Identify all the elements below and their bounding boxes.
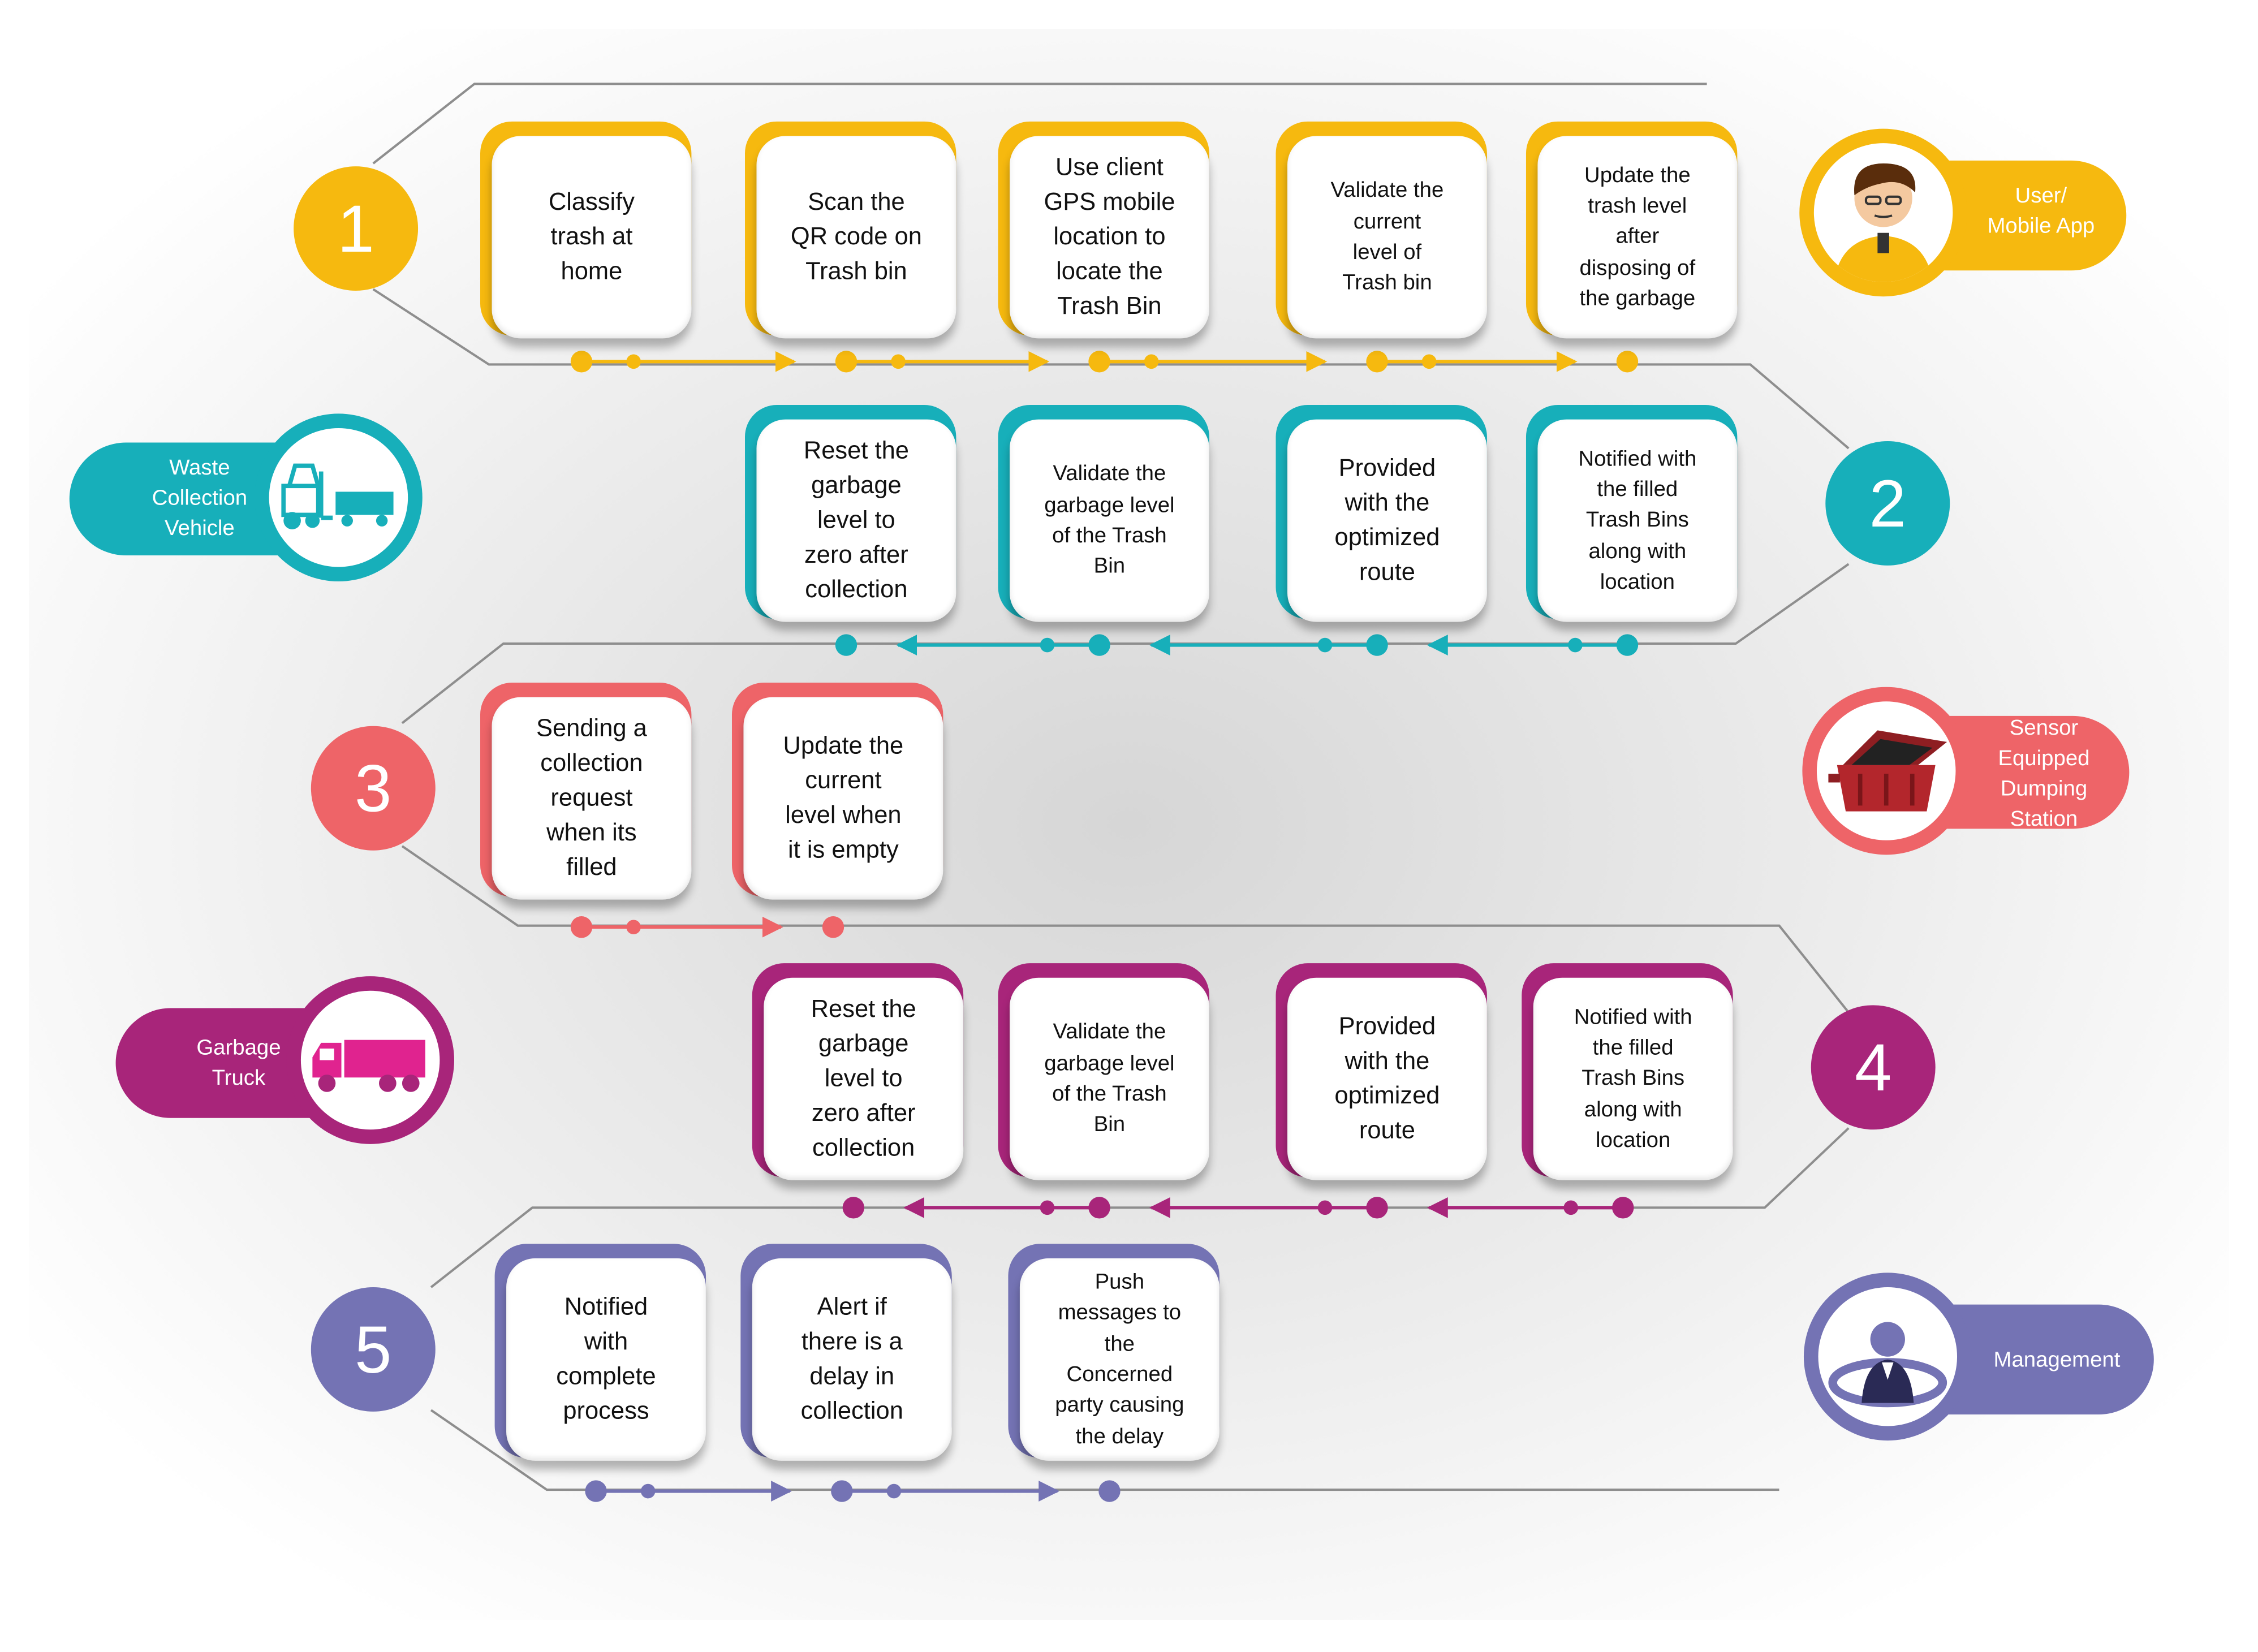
actor-sensor-dumping-station: Sensor Equipped Dumping Station [1802, 687, 2130, 858]
step-card-text: Alert if there is a delay in collection [752, 1258, 952, 1461]
step-card-text: Scan the QR code on Trash bin [756, 136, 956, 339]
step-card: Provided with the optimized route [1275, 405, 1487, 625]
step-card: Alert if there is a delay in collection [740, 1244, 952, 1464]
flow-small-dot [640, 1483, 656, 1499]
step-card: Update the trash level after disposing o… [1526, 121, 1738, 342]
actor-label: Garbage Truck [196, 1036, 281, 1091]
manager-icon [1828, 1322, 1947, 1408]
step-card-text: Validate the current level of Trash bin [1287, 136, 1487, 339]
stage-number-4: 4 [1811, 1005, 1936, 1130]
stage-number-1: 1 [294, 166, 419, 291]
flow-step-dot [585, 1480, 607, 1502]
flow-step-dot [570, 351, 593, 373]
step-card: Validate the garbage level of the Trash … [998, 963, 1209, 1183]
step-card-text: Update the current level when it is empt… [743, 697, 943, 900]
step-card: Notified with the filled Trash Bins alon… [1526, 405, 1738, 625]
flow-small-dot [1317, 1200, 1333, 1215]
flow-step-dot [822, 916, 844, 938]
flow-step-dot [835, 634, 857, 656]
flow-step-dot [835, 351, 857, 373]
step-card: Scan the QR code on Trash bin [745, 121, 956, 342]
stage-number-5: 5 [311, 1287, 436, 1412]
flow-step-dot [831, 1480, 853, 1502]
flow-small-dot [1040, 637, 1055, 653]
flow-step-dot [1366, 634, 1388, 656]
step-card: Update the current level when it is empt… [731, 683, 943, 903]
step-card: Reset the garbage level to zero after co… [752, 963, 964, 1183]
flow-step-dot [1612, 1197, 1634, 1219]
stage-number-3: 3 [311, 726, 436, 851]
step-card-text: Classify trash at home [492, 136, 692, 339]
flow-step-dot [1366, 1197, 1388, 1219]
flow-small-dot [1568, 637, 1583, 653]
step-card-text: Provided with the optimized route [1287, 977, 1487, 1180]
flow-step-dot [1366, 351, 1388, 373]
flow-small-dot [1317, 637, 1333, 653]
stage-number-2: 2 [1825, 441, 1950, 566]
step-card: Use client GPS mobile location to locate… [998, 121, 1209, 342]
flow-small-dot [1144, 354, 1159, 369]
step-card-text: Reset the garbage level to zero after co… [764, 977, 964, 1180]
flow-step-dot [1088, 634, 1110, 656]
step-card-text: Provided with the optimized route [1287, 419, 1487, 622]
flow-step-dot [1098, 1480, 1121, 1502]
step-card: Provided with the optimized route [1275, 963, 1487, 1183]
actor-management: Management [1803, 1273, 2154, 1443]
user-avatar-icon [1834, 163, 1933, 282]
step-card: Push messages to the Concerned party cau… [1008, 1244, 1220, 1464]
flow-small-dot [626, 354, 641, 369]
step-card-text: Notified with complete process [506, 1258, 706, 1461]
dumpster-icon [1828, 730, 1947, 812]
actor-label: Waste Collection Vehicle [152, 455, 248, 541]
step-card: Reset the garbage level to zero after co… [745, 405, 956, 625]
flow-small-dot [1040, 1200, 1055, 1215]
flow-step-dot [1616, 351, 1639, 373]
actor-label: User/ Mobile App [1987, 183, 2095, 239]
step-card-text: Notified with the filled Trash Bins alon… [1533, 977, 1733, 1180]
flow-step-dot [1088, 351, 1110, 373]
step-card: Classify trash at home [480, 121, 692, 342]
step-card-text: Validate the garbage level of the Trash … [1009, 419, 1209, 622]
forklift-truck-icon [281, 463, 394, 529]
step-card: Notified with the filled Trash Bins alon… [1522, 963, 1733, 1183]
flow-step-dot [1088, 1197, 1110, 1219]
flow-small-dot [886, 1483, 902, 1499]
step-card-text: Reset the garbage level to zero after co… [756, 419, 956, 622]
flow-step-dot [1616, 634, 1639, 656]
step-card: Validate the current level of Trash bin [1275, 121, 1487, 342]
step-card-text: Use client GPS mobile location to locate… [1009, 136, 1209, 339]
flow-step-dot [842, 1197, 864, 1219]
step-card: Notified with complete process [494, 1244, 706, 1464]
step-card: Validate the garbage level of the Trash … [998, 405, 1209, 625]
flow-step-dot [570, 916, 593, 938]
actor-label: Sensor Equipped Dumping Station [1998, 715, 2090, 832]
flow-small-dot [626, 920, 641, 935]
flow-small-dot [1563, 1200, 1579, 1215]
step-card-text: Sending a collection request when its fi… [492, 697, 692, 900]
actor-garbage-truck: Garbage Truck [115, 976, 458, 1147]
step-card-text: Validate the garbage level of the Trash … [1009, 977, 1209, 1180]
step-card-text: Push messages to the Concerned party cau… [1019, 1258, 1220, 1461]
actor-label: Management [1993, 1348, 2121, 1373]
actor-waste-collection-vehicle: Waste Collection Vehicle [69, 413, 425, 584]
actor-user-mobile-app: User/ Mobile App [1799, 128, 2127, 300]
flow-small-dot [891, 354, 906, 369]
step-card-text: Update the trash level after disposing o… [1537, 136, 1738, 339]
step-card-text: Notified with the filled Trash Bins alon… [1537, 419, 1738, 622]
flow-small-dot [1421, 354, 1437, 369]
step-card: Sending a collection request when its fi… [480, 683, 692, 903]
garbage-truck-icon [312, 1039, 425, 1092]
